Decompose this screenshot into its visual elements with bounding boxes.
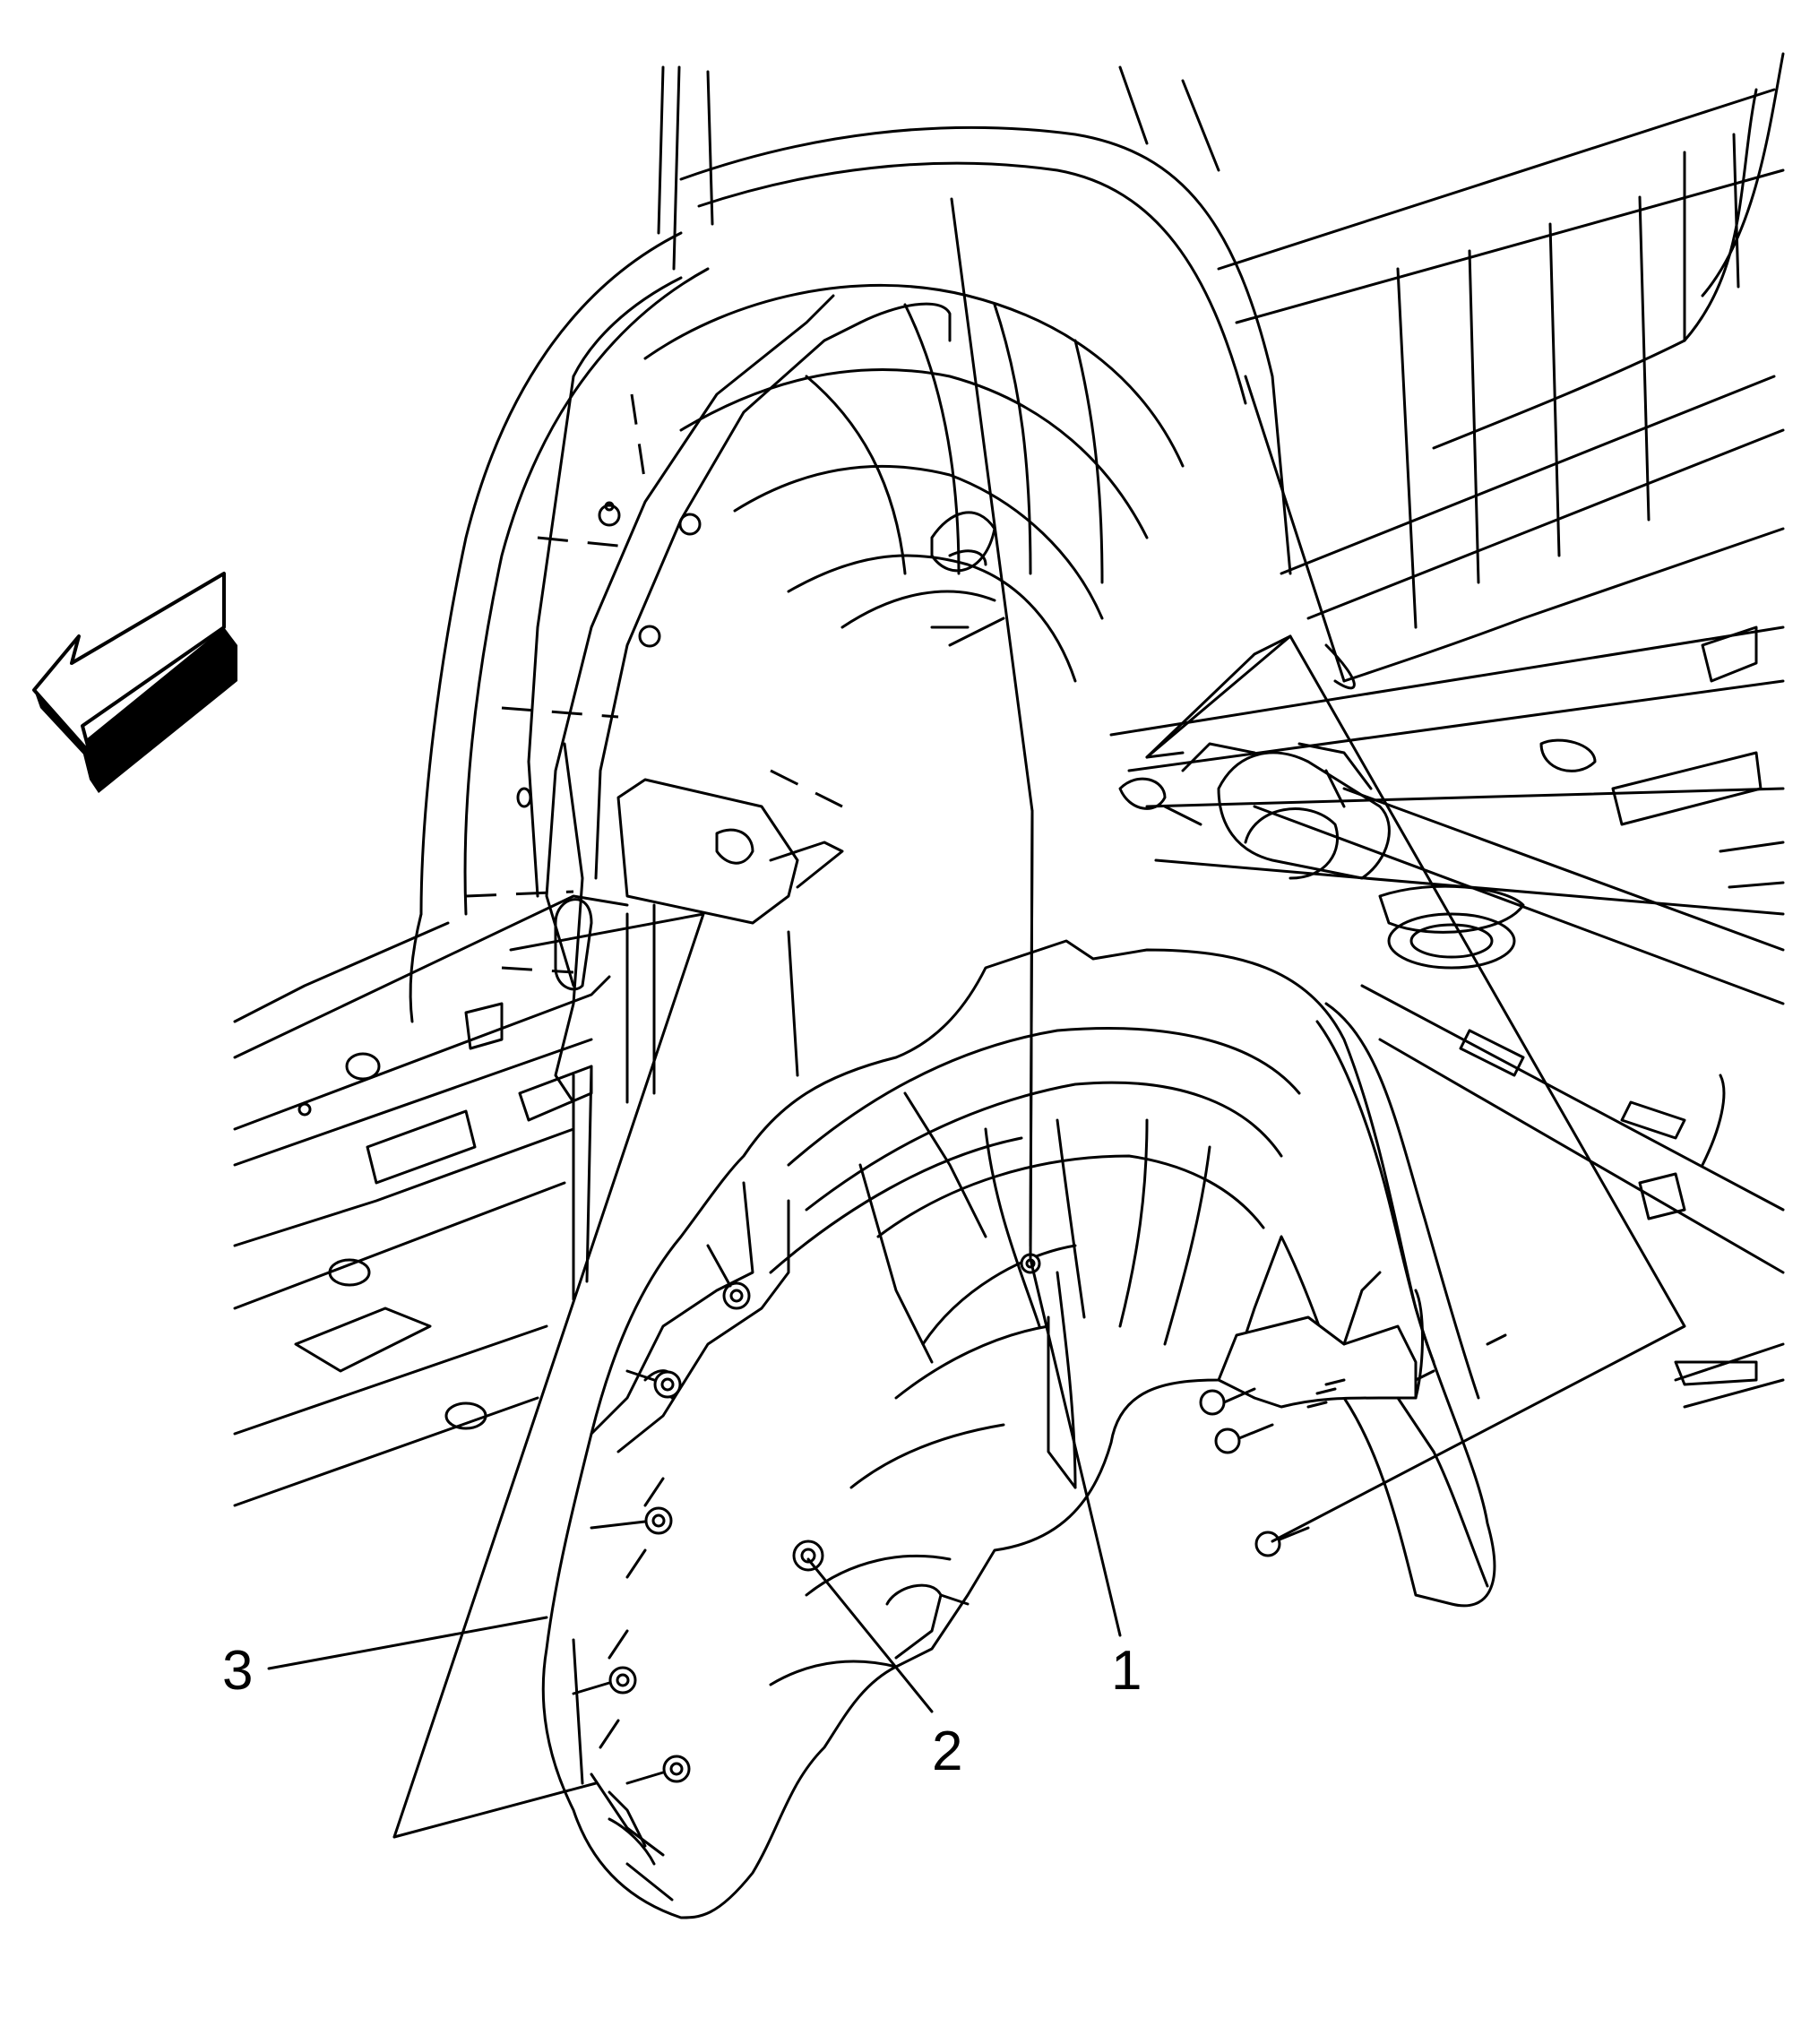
screw-1: [1199, 1387, 1256, 1416]
leader-lines: [267, 197, 1686, 1839]
liner-pin-1: [706, 1244, 751, 1310]
callout-labels: 1 2 3: [222, 1640, 1142, 1782]
liner-pin-2: [625, 1369, 682, 1399]
wheelhouse-liner: [541, 939, 1496, 1919]
callout-2-label: 2: [932, 1721, 962, 1782]
upper-wheelhouse-flange: [465, 276, 952, 1104]
front-direction-arrow-icon: [32, 572, 237, 793]
liner-pin-4: [572, 1666, 637, 1695]
screw-3: [1254, 1526, 1310, 1557]
vehicle-body-structure: [233, 52, 1785, 1507]
lower-retainer: [792, 1539, 824, 1572]
callout-1-label: 1: [1111, 1640, 1142, 1702]
screw-2: [1214, 1423, 1274, 1454]
fasteners: [572, 1244, 1507, 1785]
callout-3-label: 3: [222, 1640, 253, 1702]
liner-pin-3: [590, 1506, 673, 1535]
liner-pin-5: [625, 1755, 691, 1785]
